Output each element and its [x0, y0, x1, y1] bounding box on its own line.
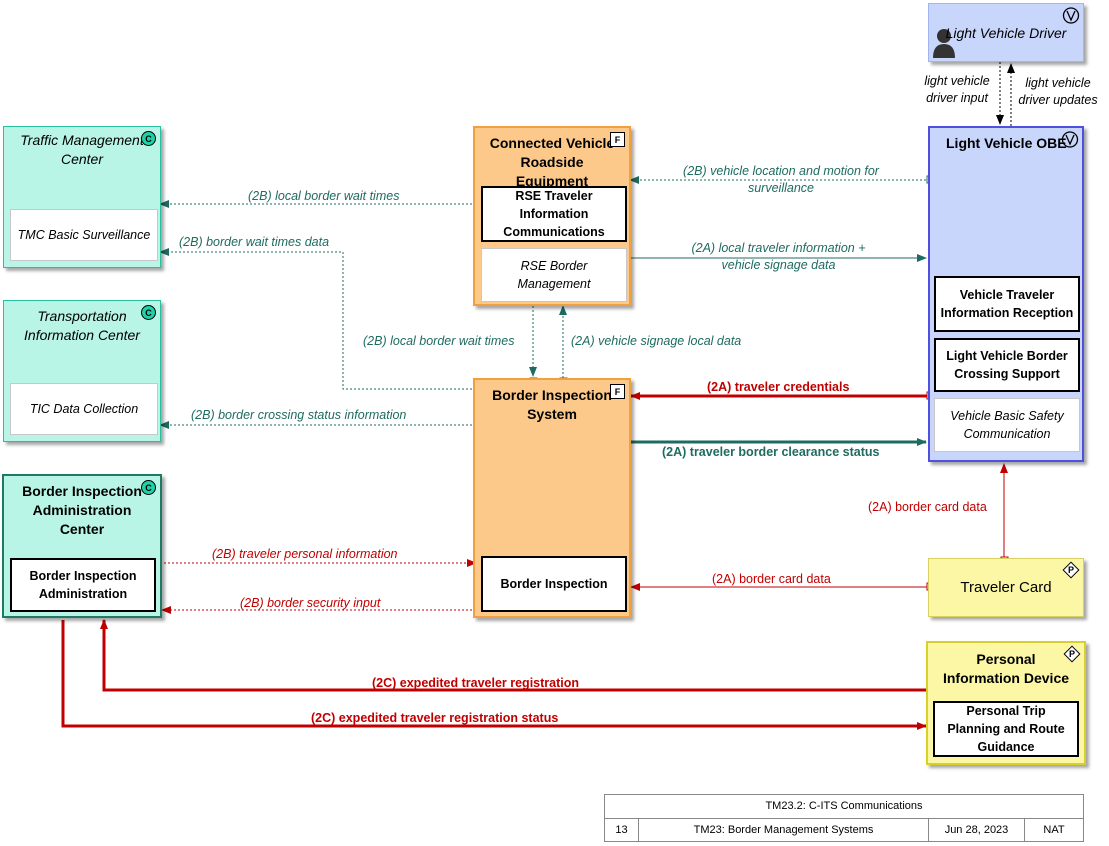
personal-information-device[interactable]: Personal Information Device P Personal T…: [926, 641, 1086, 765]
subsystem-element[interactable]: TIC Data Collection: [10, 383, 158, 435]
diagram-title-block: TM23.2: C-ITS Communications 13 TM23: Bo…: [604, 794, 1084, 842]
subsystem-element[interactable]: RSE Border Management: [481, 248, 627, 302]
footer-date: Jun 28, 2023: [929, 819, 1025, 841]
traveler-card[interactable]: Traveler Card P: [928, 558, 1084, 617]
flow-label-signage-local: (2A) vehicle signage local data: [571, 334, 742, 348]
subsystem-element[interactable]: Vehicle Traveler Information Reception: [934, 276, 1080, 332]
flow-label-vehicle-location: (2B) vehicle location and motion for sur…: [683, 164, 879, 195]
subsystem-element[interactable]: Vehicle Basic Safety Communication: [934, 398, 1080, 452]
flow-label-expedited-registration: (2C) expedited traveler registration: [372, 676, 580, 690]
flow-line-exp-reg: [100, 619, 928, 692]
border-inspection-system[interactable]: Border Inspection System F Border Inspec…: [473, 378, 631, 618]
subsystem-element[interactable]: TMC Basic Surveillance: [10, 209, 158, 261]
light-vehicle-driver[interactable]: Light Vehicle Driver: [928, 3, 1084, 62]
node-title: Connected Vehicle Roadside Equipment: [489, 135, 615, 189]
subsystem-element[interactable]: Border Inspection Administration: [10, 558, 156, 612]
center-badge-icon: C: [141, 305, 156, 320]
node-title: Traveler Card: [960, 579, 1052, 596]
footer-number: 13: [605, 819, 639, 841]
vehicle-badge-icon: [1062, 7, 1080, 24]
center-badge-icon: C: [141, 480, 156, 495]
footer-name: TM23: Border Management Systems: [639, 819, 929, 841]
subsystem-element[interactable]: Personal Trip Planning and Route Guidanc…: [933, 701, 1079, 757]
field-badge-icon: F: [610, 132, 625, 147]
flow-label-traveler-info: (2A) local traveler information + vehicl…: [691, 241, 866, 272]
personal-badge-icon: P: [1062, 561, 1080, 579]
flow-label-wait-data: (2B) border wait times data: [179, 235, 330, 249]
flow-label-card-data-bis: (2A) border card data: [712, 572, 831, 586]
border-inspection-administration-center[interactable]: Border Inspection Administration Center …: [2, 474, 162, 618]
traffic-management-center[interactable]: Traffic Management Center C TMC Basic Su…: [3, 126, 161, 268]
flow-label-driver-input: light vehicle driver input: [924, 74, 990, 105]
flow-label-expedited-registration-status: (2C) expedited traveler registration sta…: [311, 711, 559, 725]
subsystem-element[interactable]: RSE Traveler Information Communications: [481, 186, 627, 242]
field-badge-icon: F: [610, 384, 625, 399]
light-vehicle-obe[interactable]: Light Vehicle OBE Vehicle Traveler Infor…: [928, 126, 1084, 462]
transportation-information-center[interactable]: Transportation Information Center C TIC …: [3, 300, 161, 442]
connected-vehicle-roadside-equipment[interactable]: Connected Vehicle Roadside Equipment F R…: [473, 126, 631, 306]
flow-line-wait-data: [159, 248, 476, 390]
flow-label-credentials: (2A) traveler credentials: [707, 380, 850, 394]
flow-label-local-wait-bis: (2B) local border wait times: [363, 334, 515, 348]
flow-label-personal-info: (2B) traveler personal information: [212, 547, 398, 561]
flow-label-clearance: (2A) traveler border clearance status: [662, 445, 880, 459]
node-title: Personal Information Device: [942, 651, 1070, 686]
flow-label-local-wait-tmc: (2B) local border wait times: [248, 189, 400, 203]
flow-label-driver-updates: light vehicle driver updates: [1018, 76, 1098, 107]
subsystem-element[interactable]: Light Vehicle Border Crossing Support: [934, 338, 1080, 392]
footer-title: TM23.2: C-ITS Communications: [605, 795, 1083, 819]
node-title: Border Inspection Administration Center: [22, 483, 142, 537]
flow-label-card-data-obe: (2A) border card data: [868, 500, 987, 514]
flow-label-crossing-status: (2B) border crossing status information: [191, 408, 407, 422]
flow-line-exp-reg-status: [61, 620, 927, 730]
flow-label-security-input: (2B) border security input: [240, 596, 381, 610]
node-title: Border Inspection System: [492, 387, 612, 422]
center-badge-icon: C: [141, 131, 156, 146]
node-title: Light Vehicle Driver: [945, 25, 1067, 41]
node-title: Light Vehicle OBE: [946, 135, 1067, 151]
footer-author: NAT: [1043, 824, 1065, 836]
subsystem-element[interactable]: Border Inspection: [481, 556, 627, 612]
person-icon: [933, 29, 955, 58]
node-title: Transportation Information Center: [24, 308, 140, 343]
node-title: Traffic Management Center: [20, 132, 144, 167]
vehicle-badge-icon: [1061, 131, 1079, 148]
